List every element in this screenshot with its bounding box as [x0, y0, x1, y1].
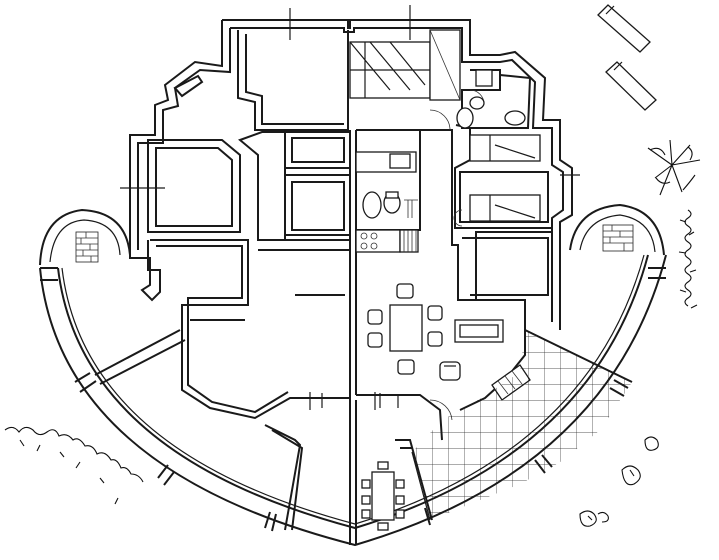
sun-lounger-1	[597, 4, 651, 53]
sofa	[454, 319, 504, 343]
double-bed-top	[349, 29, 461, 101]
kitchen-counter	[355, 151, 419, 253]
brick-niche-left	[39, 208, 131, 266]
brick-niche-right	[569, 203, 665, 256]
house-outer-walls	[129, 19, 573, 330]
bathroom-fixtures	[362, 69, 526, 219]
shrub-bottom-left	[4, 426, 144, 505]
interior-walls	[94, 30, 552, 545]
dining-table-center	[367, 283, 461, 381]
twin-beds-right	[453, 134, 541, 227]
palm-plant	[647, 139, 701, 196]
shrub-right-column	[678, 209, 698, 309]
tiled-terrace	[411, 329, 633, 521]
sun-lounger-2	[605, 61, 657, 111]
shrubs-bottom-right	[579, 436, 659, 527]
dining-table-ring	[361, 461, 405, 531]
